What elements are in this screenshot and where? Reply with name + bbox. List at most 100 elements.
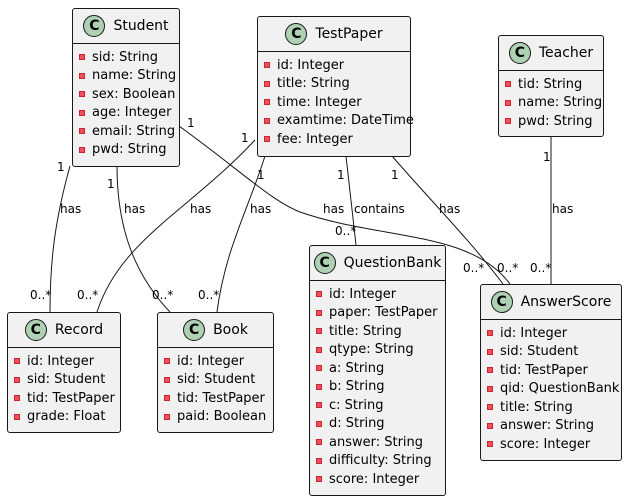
- attribute-row: id: Integer: [8, 352, 120, 371]
- private-visibility-icon: [487, 404, 493, 411]
- attribute-row: score: Integer: [481, 435, 621, 454]
- class-student-header: C Student: [73, 9, 179, 44]
- multiplicity-testpaper-book-to: 0..*: [198, 288, 220, 302]
- private-visibility-icon: [79, 91, 85, 98]
- multiplicity-testpaper-questionbank-to: 0..*: [335, 224, 357, 238]
- attribute-row: pwd: String: [73, 141, 179, 160]
- private-visibility-icon: [79, 109, 85, 116]
- attribute-row: age: Integer: [73, 104, 179, 123]
- edge-label-testpaper-record: has: [190, 202, 212, 216]
- class-testpaper-attributes: id: Integer title: String time: Integer …: [258, 52, 414, 149]
- edge-label-testpaper-book: has: [250, 202, 272, 216]
- class-answerscore-name: AnswerScore: [520, 294, 612, 310]
- edge-testpaper-questionbank: [345, 155, 357, 246]
- private-visibility-icon: [316, 439, 322, 446]
- private-visibility-icon: [79, 146, 85, 153]
- class-badge-icon: C: [508, 42, 531, 64]
- multiplicity-student-answerscore-to: 0..*: [497, 261, 519, 275]
- class-book-header: C Book: [158, 313, 273, 348]
- private-visibility-icon: [14, 376, 20, 383]
- attribute-row: answer: String: [481, 417, 621, 436]
- multiplicity-student-record-to: 0..*: [30, 288, 52, 302]
- class-teacher-attributes: tid: String name: String pwd: String: [499, 71, 603, 131]
- private-visibility-icon: [487, 367, 493, 374]
- multiplicity-testpaper-answerscore-to: 0..*: [463, 261, 485, 275]
- private-visibility-icon: [316, 383, 322, 390]
- edge-label-testpaper-answerscore: has: [439, 202, 461, 216]
- class-questionbank[interactable]: C QuestionBank id: Integer paper: TestPa…: [309, 245, 446, 496]
- class-answerscore-header: C AnswerScore: [481, 285, 621, 320]
- private-visibility-icon: [164, 376, 170, 383]
- attribute-row: id: Integer: [158, 352, 273, 371]
- attribute-row: answer: String: [310, 433, 445, 452]
- attribute-row: grade: Float: [8, 408, 120, 427]
- class-testpaper-header: C TestPaper: [258, 17, 410, 52]
- multiplicity-student-record-from: 1: [57, 160, 65, 174]
- edge-student-answerscore: [178, 125, 511, 285]
- class-answerscore[interactable]: C AnswerScore id: Integer sid: Student t…: [480, 284, 622, 461]
- attribute-row: paid: Boolean: [158, 408, 273, 427]
- private-visibility-icon: [487, 441, 493, 448]
- multiplicity-testpaper-questionbank-from: 1: [337, 168, 345, 182]
- private-visibility-icon: [14, 413, 20, 420]
- multiplicity-teacher-answerscore-from: 1: [543, 150, 551, 164]
- class-student[interactable]: C Student sid: String name: String sex: …: [72, 8, 180, 167]
- class-badge-icon: C: [24, 319, 47, 341]
- class-badge-icon: C: [83, 15, 106, 37]
- multiplicity-testpaper-record-from: 1: [241, 131, 249, 145]
- attribute-row: title: String: [258, 75, 410, 94]
- class-teacher[interactable]: C Teacher tid: String name: String pwd: …: [498, 35, 604, 137]
- attribute-row: fee: Integer: [258, 130, 410, 149]
- class-book[interactable]: C Book id: Integer sid: Student tid: Tes…: [157, 312, 274, 433]
- multiplicity-student-book-from: 1: [107, 177, 115, 191]
- private-visibility-icon: [505, 81, 511, 88]
- edge-testpaper-record: [96, 139, 256, 313]
- private-visibility-icon: [487, 385, 493, 392]
- edge-label-student-record: has: [60, 202, 82, 216]
- attribute-row: title: String: [481, 398, 621, 417]
- class-record-header: C Record: [8, 313, 120, 348]
- private-visibility-icon: [79, 128, 85, 135]
- private-visibility-icon: [164, 413, 170, 420]
- edge-testpaper-answerscore: [391, 155, 504, 285]
- private-visibility-icon: [316, 457, 322, 464]
- attribute-row: difficulty: String: [310, 452, 445, 471]
- attribute-row: title: String: [310, 322, 445, 341]
- multiplicity-student-book-to: 0..*: [152, 288, 174, 302]
- multiplicity-teacher-answerscore-to: 0..*: [530, 261, 552, 275]
- attribute-row: score: Integer: [310, 470, 445, 489]
- multiplicity-testpaper-record-to: 0..*: [77, 288, 99, 302]
- class-record[interactable]: C Record id: Integer sid: Student tid: T…: [7, 312, 121, 433]
- attribute-row: sex: Boolean: [73, 85, 179, 104]
- private-visibility-icon: [316, 291, 322, 298]
- class-badge-icon: C: [313, 252, 336, 274]
- private-visibility-icon: [487, 330, 493, 337]
- private-visibility-icon: [264, 80, 270, 87]
- class-testpaper[interactable]: C TestPaper id: Integer title: String ti…: [257, 16, 414, 157]
- edge-testpaper-book: [216, 155, 266, 313]
- private-visibility-icon: [487, 422, 493, 429]
- attribute-row: examtime: DateTime: [258, 112, 414, 131]
- attribute-row: tid: TestPaper: [481, 361, 621, 380]
- attribute-row: email: String: [73, 122, 179, 141]
- class-student-attributes: sid: String name: String sex: Boolean ag…: [73, 44, 179, 159]
- private-visibility-icon: [14, 395, 20, 402]
- private-visibility-icon: [316, 309, 322, 316]
- attribute-row: pwd: String: [499, 112, 603, 131]
- class-teacher-name: Teacher: [538, 45, 594, 61]
- class-badge-icon: C: [285, 23, 308, 45]
- class-student-name: Student: [113, 18, 169, 34]
- private-visibility-icon: [14, 358, 20, 365]
- edge-student-book: [116, 165, 171, 313]
- attribute-row: c: String: [310, 396, 445, 415]
- class-testpaper-name: TestPaper: [315, 26, 383, 42]
- attribute-row: qtype: String: [310, 341, 445, 360]
- attribute-row: id: Integer: [310, 285, 445, 304]
- class-book-attributes: id: Integer sid: Student tid: TestPaper …: [158, 348, 273, 426]
- private-visibility-icon: [264, 117, 270, 124]
- attribute-row: sid: String: [73, 48, 179, 67]
- attribute-row: d: String: [310, 415, 445, 434]
- private-visibility-icon: [316, 365, 322, 372]
- attribute-row: paper: TestPaper: [310, 304, 445, 323]
